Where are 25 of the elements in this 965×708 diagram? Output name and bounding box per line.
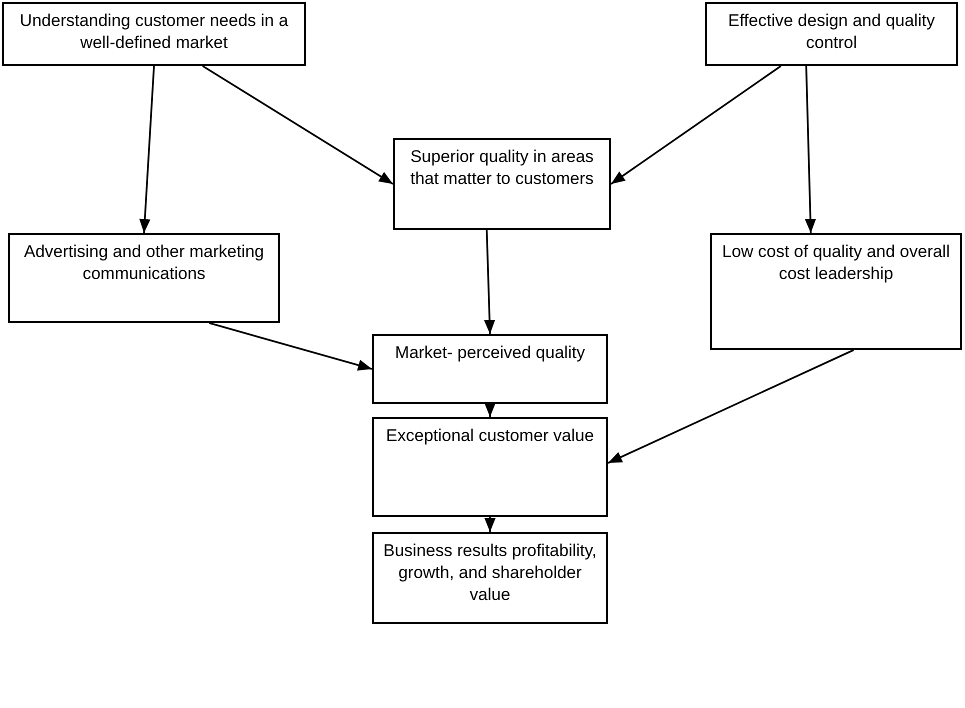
process-box [372, 334, 608, 404]
box-text: Understanding customer needs in a well-defined market [18, 10, 290, 54]
process-box [2, 2, 306, 66]
box-text: Low cost of quality and overall cost leadership [721, 241, 951, 285]
arrow [209, 322, 372, 371]
box-text: Advertising and other marketing communications [22, 241, 266, 285]
process-box [372, 532, 608, 624]
box-text: Superior quality in areas that matter to customers [409, 146, 595, 190]
arrow [484, 403, 496, 417]
process-box [705, 2, 958, 66]
arrow [484, 230, 496, 334]
box-text: Market- perceived quality [395, 342, 585, 364]
arrow [202, 65, 394, 185]
arrow [804, 66, 816, 234]
arrow [139, 66, 155, 234]
process-box [372, 417, 608, 517]
box-text: Exceptional customer value [386, 425, 594, 447]
arrow [484, 517, 496, 532]
arrow [608, 349, 854, 464]
process-box [710, 233, 962, 350]
process-box [8, 233, 280, 323]
box-text: Effective design and quality control [727, 10, 936, 54]
arrow [610, 65, 782, 185]
process-box [393, 138, 611, 230]
box-text: Business results profitability, growth, and shareholder value [382, 540, 598, 606]
